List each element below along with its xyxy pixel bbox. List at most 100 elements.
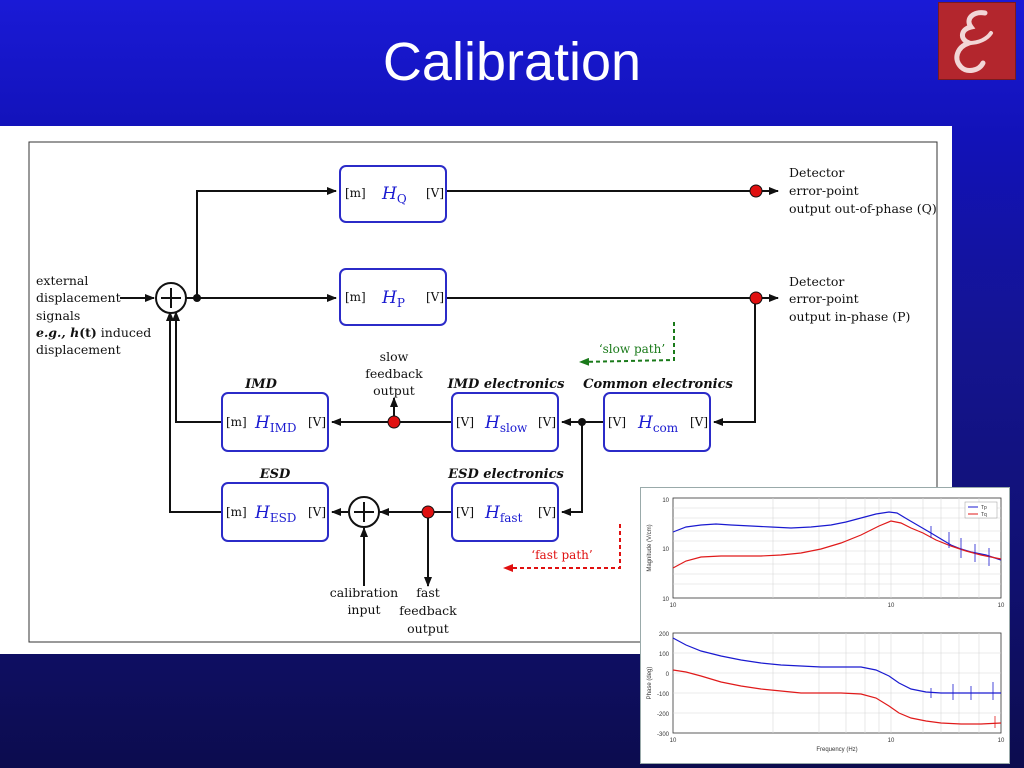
svg-text:signals: signals xyxy=(36,308,80,323)
phase-axes: Phase (deg) 200 100 0 -100 -200 -300 10 … xyxy=(647,632,1005,753)
diagram-canvas: [m] HQ [V] [m] HP [V] IMD [m] HIMD [V] I… xyxy=(28,141,938,643)
svg-text:displacement: displacement xyxy=(36,290,121,305)
block-himd: IMD [m] HIMD [V] xyxy=(221,377,329,452)
phase-noise xyxy=(930,682,994,700)
slow-path-annotation: ‘slow path’ xyxy=(579,322,675,366)
diagram-frame xyxy=(28,141,938,643)
institution-logo xyxy=(938,2,1016,80)
svg-text:fast: fast xyxy=(416,585,440,600)
magnitude-series-1 xyxy=(672,511,1002,561)
svg-text:Phase (deg): Phase (deg) xyxy=(647,667,653,700)
svg-text:ESD electronics: ESD electronics xyxy=(447,467,564,482)
detector-q-point xyxy=(749,184,763,198)
svg-text:Tq: Tq xyxy=(981,512,987,518)
magnitude-noise xyxy=(930,526,990,566)
phase-series-1 xyxy=(672,637,1001,694)
svg-text:‘fast path’: ‘fast path’ xyxy=(531,548,592,562)
svg-text:Magnitude (V/cm): Magnitude (V/cm) xyxy=(647,524,653,571)
calibration-input-label: calibration input xyxy=(330,585,398,617)
svg-text:[V]: [V] xyxy=(456,415,474,429)
svg-text:output in-phase (P): output in-phase (P) xyxy=(789,309,910,324)
svg-text:[V]: [V] xyxy=(690,415,708,429)
svg-text:Common electronics: Common electronics xyxy=(583,377,733,392)
svg-text:error-point: error-point xyxy=(789,183,859,198)
svg-text:10: 10 xyxy=(888,603,895,609)
slow-feedback-label: slow feedback output xyxy=(365,349,423,398)
svg-text:Detector: Detector xyxy=(789,274,844,289)
summing-junction-main xyxy=(155,282,187,314)
svg-text:Hslow: Hslow xyxy=(484,413,528,435)
block-hp: [m] HP [V] xyxy=(339,268,447,326)
svg-text:Detector: Detector xyxy=(789,165,844,180)
svg-text:Frequency (Hz): Frequency (Hz) xyxy=(816,747,857,753)
fast-feedback-point xyxy=(421,505,435,519)
svg-text:[V]: [V] xyxy=(308,505,326,519)
svg-text:output: output xyxy=(407,621,449,636)
svg-text:error-point: error-point xyxy=(789,291,859,306)
block-hesd: ESD [m] HESD [V] xyxy=(221,467,329,542)
svg-text:output out-of-phase (Q): output out-of-phase (Q) xyxy=(789,201,937,216)
svg-text:[V]: [V] xyxy=(538,505,556,519)
svg-text:IMD electronics: IMD electronics xyxy=(447,377,565,392)
block-hslow: IMD electronics [V] Hslow [V] xyxy=(447,377,565,452)
slide-title: Calibration xyxy=(382,32,642,92)
svg-text:[V]: [V] xyxy=(426,186,444,200)
svg-text:10: 10 xyxy=(662,597,669,603)
calibration-block-diagram: [m] HQ [V] [m] HP [V] IMD [m] HIMD [V] I… xyxy=(0,126,952,654)
svg-text:feedback: feedback xyxy=(399,603,457,618)
svg-text:10: 10 xyxy=(662,498,669,504)
svg-text:[V]: [V] xyxy=(456,505,474,519)
svg-text:HQ: HQ xyxy=(381,184,407,206)
summing-junction-calibration xyxy=(348,496,380,528)
svg-text:input: input xyxy=(347,602,380,617)
svg-text:-100: -100 xyxy=(657,692,670,698)
svg-text:Hcom: Hcom xyxy=(637,413,679,435)
svg-text:ESD: ESD xyxy=(259,467,291,482)
logo-glyph-icon xyxy=(954,10,993,73)
block-hfast: ESD electronics [V] Hfast [V] xyxy=(447,467,564,542)
transfer-function-plot: Magnitude (V/cm) 10 10 10 10 10 10 Tp Tq xyxy=(640,487,1010,764)
svg-text:[V]: [V] xyxy=(426,290,444,304)
signal-points xyxy=(387,184,763,519)
svg-text:[V]: [V] xyxy=(308,415,326,429)
magnitude-series-2 xyxy=(672,520,1002,569)
svg-text:displacement: displacement xyxy=(36,342,121,357)
svg-text:[m]: [m] xyxy=(226,505,247,519)
svg-text:external: external xyxy=(36,273,88,288)
svg-text:IMD: IMD xyxy=(244,377,277,392)
split-node xyxy=(578,418,586,426)
svg-text:-200: -200 xyxy=(657,712,670,718)
magnitude-axes: Magnitude (V/cm) 10 10 10 10 10 10 Tp Tq xyxy=(647,497,1005,609)
split-node xyxy=(193,294,201,302)
svg-text:100: 100 xyxy=(659,652,670,658)
svg-text:10: 10 xyxy=(662,547,669,553)
svg-text:[m]: [m] xyxy=(226,415,247,429)
svg-text:[V]: [V] xyxy=(538,415,556,429)
svg-text:feedback: feedback xyxy=(365,366,423,381)
svg-text:10: 10 xyxy=(998,603,1005,609)
svg-text:10: 10 xyxy=(670,603,677,609)
fast-path-annotation: ‘fast path’ xyxy=(503,524,621,572)
detector-p-point xyxy=(749,291,763,305)
svg-text:‘slow path’: ‘slow path’ xyxy=(599,342,665,356)
svg-text:10: 10 xyxy=(670,738,677,744)
svg-text:10: 10 xyxy=(888,738,895,744)
block-hq: [m] HQ [V] xyxy=(339,165,447,223)
magnitude-legend: Tp Tq xyxy=(964,501,998,519)
svg-text:Hfast: Hfast xyxy=(484,503,523,525)
block-hcom: Common electronics [V] Hcom [V] xyxy=(583,377,734,452)
svg-text:HP: HP xyxy=(381,288,405,310)
plot-canvas: Magnitude (V/cm) 10 10 10 10 10 10 Tp Tq xyxy=(647,497,1005,753)
svg-text:[m]: [m] xyxy=(345,290,366,304)
svg-text:[m]: [m] xyxy=(345,186,366,200)
detector-q-label: Detector error-point output out-of-phase… xyxy=(789,165,937,216)
svg-text:200: 200 xyxy=(659,632,670,638)
detector-p-label: Detector error-point output in-phase (P) xyxy=(789,274,910,324)
fast-feedback-label: fast feedback output xyxy=(399,585,457,636)
svg-text:output: output xyxy=(373,383,415,398)
phase-series-2 xyxy=(672,669,1002,725)
svg-text:[V]: [V] xyxy=(608,415,626,429)
svg-text:slow: slow xyxy=(380,349,409,364)
svg-text:HESD: HESD xyxy=(254,503,296,525)
svg-text:calibration: calibration xyxy=(330,585,398,600)
